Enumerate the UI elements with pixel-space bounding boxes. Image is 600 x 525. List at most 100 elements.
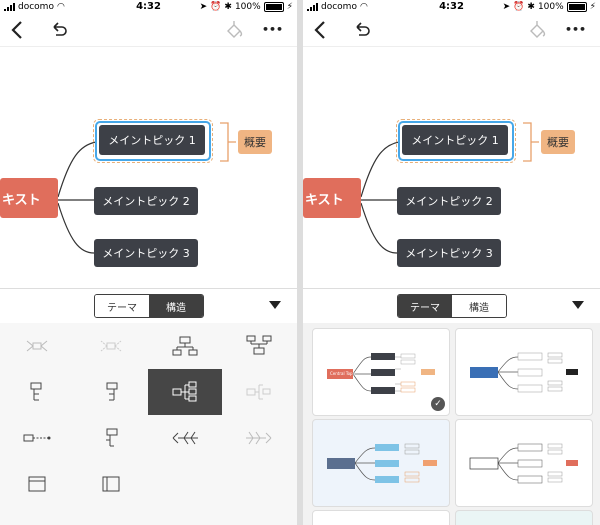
screen-structure-tab: docomo ◠ 4:32 ➤ ⏰ ✱ 100% ⚡ ••• [0,0,297,525]
paint-bucket-icon [530,21,546,38]
wifi-icon: ◠ [359,2,368,12]
signal-icon [4,3,15,11]
main-topic-1[interactable]: メイントピック 1 [402,125,508,155]
theme-thumbnail[interactable] [455,510,593,525]
structure-item[interactable] [222,323,296,369]
charging-icon: ⚡ [589,2,596,12]
tree-left-icon [106,382,118,401]
battery-percent: 100% [234,2,261,12]
matrix-column-icon [102,476,120,492]
selection-ring [398,121,514,161]
panel-tabs: テーマ 構造 [94,294,204,318]
structure-item-selected[interactable] [148,369,222,415]
connector-lines [57,122,236,254]
org-chart-up-icon [246,335,272,355]
logic-chart-icon [172,381,197,402]
carrier-label: docomo [18,2,54,12]
undo-icon [356,22,370,36]
undo-button[interactable] [50,18,68,42]
panel-tabs: テーマ 構造 [397,294,507,318]
mindmap-canvas[interactable]: キスト メイントピック 1 メイントピック 2 メイントピック 3 概要 [303,47,600,288]
status-bar: docomo ◠ 4:32 ➤ ⏰ ✱ 100% ⚡ [303,0,600,14]
structure-item[interactable] [0,323,74,369]
selection-dashed-outline [93,119,213,163]
panel-header: テーマ 構造 [0,288,297,324]
format-button[interactable] [527,18,547,42]
org-chart-down-icon [172,336,198,356]
mindmap-canvas[interactable]: キスト メイントピック 1 メイントピック 2 メイントピック 3 概要 [0,47,297,288]
matrix-row-icon [28,476,46,492]
clock: 4:32 [136,1,161,12]
tab-structure[interactable]: 構造 [452,295,506,317]
checkmark-icon: ✓ [431,397,445,411]
structure-item[interactable] [74,415,148,461]
main-topic-2[interactable]: メイントピック 2 [94,187,198,215]
more-button[interactable]: ••• [565,23,587,36]
theme-grid: Central Topic ✓ [303,323,600,525]
panel-header: テーマ 構造 [303,288,600,324]
location-icon: ➤ [502,2,511,12]
theme-preview-light-blue [327,443,437,483]
central-topic[interactable]: キスト [0,178,58,218]
screen-divider [297,0,303,525]
bluetooth-icon: ✱ [224,2,232,12]
selection-dashed-outline [396,119,516,163]
structure-item[interactable] [222,369,296,415]
main-topic-2[interactable]: メイントピック 2 [397,187,501,215]
theme-thumbnail[interactable] [312,419,450,507]
central-topic[interactable]: キスト [303,178,361,218]
main-topic-1[interactable]: メイントピック 1 [99,125,205,155]
theme-thumbnail[interactable]: Central Topic ✓ [312,328,450,416]
undo-button[interactable] [353,18,371,42]
toolbar: ••• [303,14,600,47]
tab-structure[interactable]: 構造 [149,295,203,317]
carrier-label: docomo [321,2,357,12]
chevron-left-icon [314,21,325,39]
structure-item[interactable] [0,369,74,415]
main-topic-3[interactable]: メイントピック 3 [397,239,501,267]
undo-icon [53,22,67,36]
structure-item[interactable] [148,415,222,461]
back-button[interactable] [313,18,327,42]
triangle-down-icon[interactable] [572,301,584,309]
structure-item[interactable] [74,461,148,507]
battery-percent: 100% [537,2,564,12]
logic-chart-left-icon [100,340,122,352]
summary-topic[interactable]: 概要 [541,130,575,154]
main-topic-3[interactable]: メイントピック 3 [94,239,198,267]
signal-icon [307,3,318,11]
selection-ring [95,121,211,161]
alarm-icon: ⏰ [210,2,222,12]
fishbone-left-icon [172,431,198,445]
tree-right-icon [30,382,42,401]
structure-item[interactable] [74,369,148,415]
structure-item[interactable] [0,415,74,461]
theme-thumbnail[interactable] [312,510,450,525]
logic-chart-faded-icon [246,384,271,400]
tab-theme[interactable]: テーマ [398,295,452,317]
summary-topic[interactable]: 概要 [238,130,272,154]
structure-item[interactable] [0,461,74,507]
format-button[interactable] [224,18,244,42]
paint-bucket-icon [227,21,243,38]
theme-thumbnail[interactable] [455,419,593,507]
theme-preview-default [327,353,435,394]
structure-item[interactable] [148,323,222,369]
battery-icon [263,2,284,12]
mind-map-icon [26,340,48,352]
back-button[interactable] [10,18,24,42]
theme-preview-blue [470,352,578,393]
more-button[interactable]: ••• [262,23,284,36]
structure-item[interactable] [222,415,296,461]
tree-chart-icon [106,428,118,447]
triangle-down-icon[interactable] [269,301,281,309]
tab-theme[interactable]: テーマ [95,295,149,317]
theme-thumbnail[interactable] [455,328,593,416]
location-icon: ➤ [199,2,208,12]
clock: 4:32 [439,1,464,12]
timeline-icon [23,434,51,442]
alarm-icon: ⏰ [513,2,525,12]
structure-item[interactable] [74,323,148,369]
chevron-left-icon [11,21,22,39]
wifi-icon: ◠ [56,2,65,12]
